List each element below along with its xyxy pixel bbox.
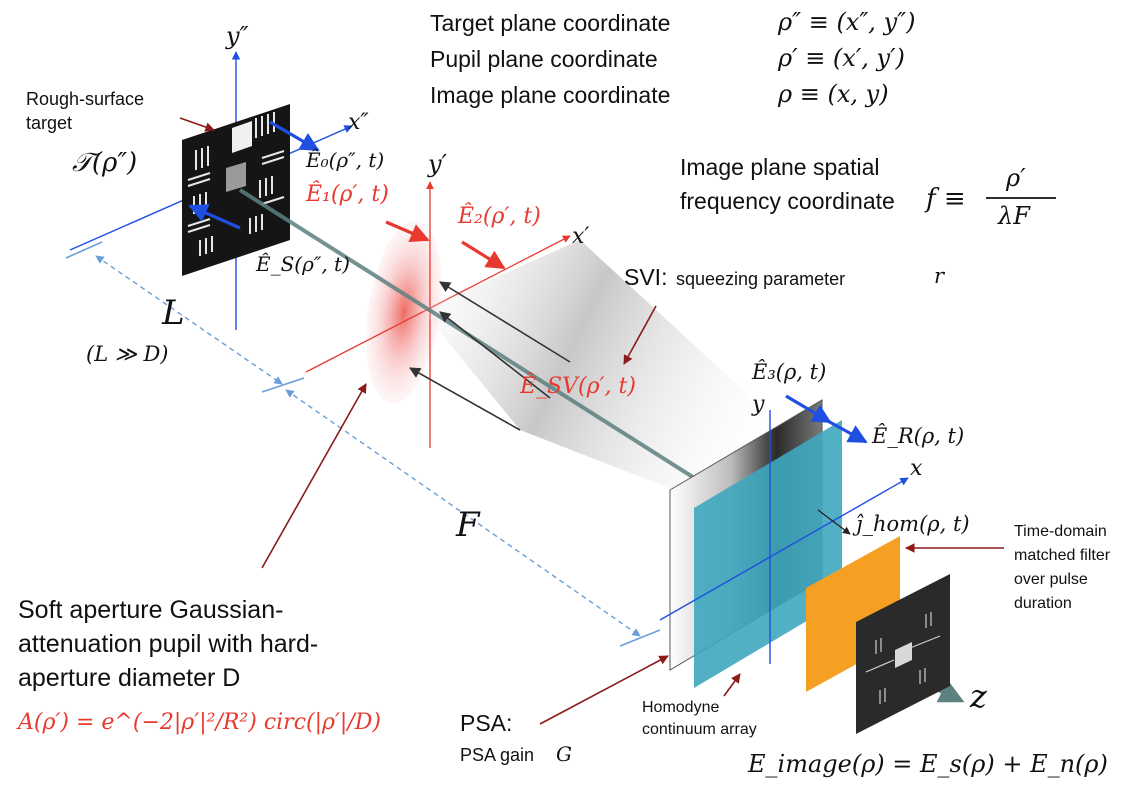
pupil-plane-label: Pupil plane coordinate: [430, 46, 658, 72]
field-e1-arrow: [385, 220, 430, 243]
pupil-field-esv: Ê_SV(ρ′, t): [520, 374, 636, 399]
svi-symbol: r: [934, 264, 945, 288]
spatial-freq-eq: f ≡: [926, 184, 966, 214]
homodyne-current: ĵ_hom(ρ, t): [856, 512, 970, 536]
distance-L-condition: (L ≫ D): [86, 342, 169, 366]
array-caption-line2: continuum array: [642, 721, 757, 738]
aperture-line1: Soft aperture Gaussian-: [18, 596, 284, 624]
psa-gain-label: PSA gain: [460, 745, 535, 765]
target-plane-eq: ρ″ ≡ (x″, y″): [778, 8, 916, 36]
image-equation: E_image(ρ) = E_s(ρ) + E_n(ρ): [748, 750, 1108, 778]
aperture-formula: A(ρ′) = e^(−2|ρ′|²/R²) circ(|ρ′|/D): [18, 710, 381, 735]
z-axis-label: z: [970, 677, 987, 715]
field-e0-arrow: [269, 120, 320, 152]
target-field-e0: Ê₀(ρ″, t): [306, 148, 385, 172]
target-caption-line2: target: [26, 113, 73, 133]
distance-F: F: [456, 505, 480, 545]
spatial-freq-line1: Image plane spatial: [680, 154, 880, 180]
field-e3-arrow: [785, 394, 832, 424]
filter-caption-line1: Time-domain: [1014, 523, 1107, 540]
detector-stack: [659, 399, 950, 734]
pupil-field-e1: Ê₁(ρ′, t): [306, 182, 389, 207]
detector-field-er: Ê_R(ρ, t): [872, 424, 965, 448]
pupil-field-e2: Ê₂(ρ′, t): [458, 204, 541, 229]
svi-desc: squeezing parameter: [676, 269, 846, 289]
beam-cone: [422, 240, 830, 500]
aperture-line2: attenuation pupil with hard-: [18, 630, 319, 658]
callout-arrows: [179, 117, 1004, 725]
distance-markers: [65, 241, 661, 647]
pupil-plane-eq: ρ′ ≡ (x′, y′): [778, 44, 905, 72]
psa-gain-symbol: G: [556, 742, 572, 766]
pupil-axis-x: x′: [572, 224, 590, 249]
psa-name: PSA:: [460, 710, 513, 736]
filter-caption-line4: duration: [1014, 595, 1072, 612]
filter-caption-line2: matched filter: [1014, 547, 1111, 564]
field-es-arrow: [188, 204, 241, 230]
field-er-arrow: [825, 418, 868, 444]
target-plane-label: Target plane coordinate: [430, 10, 671, 36]
detector-axis-y: y: [752, 392, 765, 417]
target-field-es: Ê_S(ρ″, t): [256, 252, 350, 276]
svi-name: SVI:: [624, 264, 668, 290]
image-plane-eq: ρ ≡ (x, y): [778, 80, 889, 108]
aperture-line3: aperture diameter D: [18, 664, 241, 692]
filter-caption-line3: over pulse: [1014, 571, 1088, 588]
spatial-freq-line2: frequency coordinate: [680, 188, 895, 214]
homodyne-array-plane: [694, 420, 842, 688]
target-caption-line1: Rough-surface: [26, 89, 145, 109]
spatial-freq-numerator: ρ′: [1006, 164, 1026, 192]
target-axis-x: x″: [348, 110, 369, 135]
detector-field-e3: Ê₃(ρ, t): [752, 360, 827, 384]
target-axis-y: y″: [226, 22, 249, 50]
target-function: 𝒯(ρ″): [72, 148, 138, 178]
field-e2-arrow: [461, 240, 506, 270]
image-plane-label: Image plane coordinate: [430, 82, 671, 108]
detector-axis-x: x: [910, 456, 923, 481]
pupil-axis-y: y′: [428, 150, 448, 178]
spatial-freq-denominator: λF: [998, 202, 1030, 230]
array-caption-line1: Homodyne: [642, 699, 720, 716]
jhom-arrow: [817, 509, 851, 535]
rough-surface-target: [182, 104, 290, 276]
distance-L: L: [162, 293, 185, 333]
